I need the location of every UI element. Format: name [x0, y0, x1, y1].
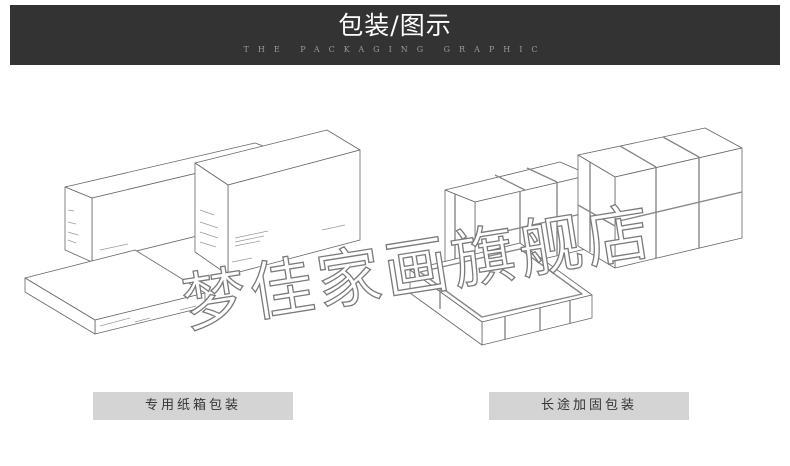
carton-packaging-label: 专用纸箱包装: [93, 392, 293, 420]
header-banner: 包装/图示 THE PACKAGING GRAPHIC: [10, 5, 780, 65]
page-title: 包装/图示: [338, 11, 452, 40]
crate-flat: [409, 242, 593, 346]
reinforced-packaging-label: 长途加固包装: [489, 392, 689, 420]
carton-box-front: [194, 129, 361, 276]
crate-right: [577, 127, 743, 269]
page-subtitle: THE PACKAGING GRAPHIC: [243, 45, 547, 54]
carton-box-flat: [24, 249, 206, 335]
